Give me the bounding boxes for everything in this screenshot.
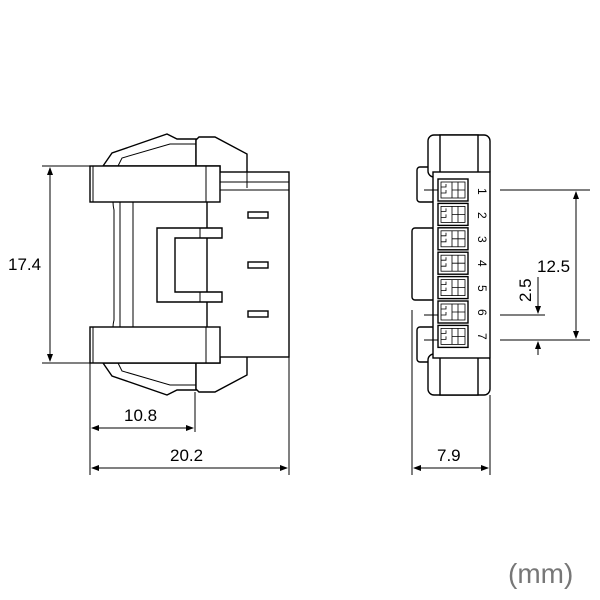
unit-label: (mm) bbox=[508, 558, 573, 589]
pin-label: 7 bbox=[475, 333, 489, 340]
dim-pin-pitch: 2.5 bbox=[516, 278, 535, 302]
dim-depth-overall: 20.2 bbox=[170, 446, 203, 465]
contacts bbox=[437, 178, 469, 349]
bottom-block bbox=[89, 326, 221, 364]
pin-label: 5 bbox=[475, 285, 489, 292]
left-dimensions: 17.4 10.8 20.2 bbox=[8, 165, 290, 475]
pin-numbers: 1 2 3 4 5 6 7 bbox=[475, 188, 489, 340]
side-view bbox=[89, 133, 290, 396]
top-block bbox=[89, 165, 221, 203]
dim-width: 7.9 bbox=[437, 446, 461, 465]
pin-label: 4 bbox=[475, 260, 489, 267]
contact-cell bbox=[437, 324, 469, 349]
dim-pin-span: 12.5 bbox=[537, 257, 570, 276]
dim-height-overall: 17.4 bbox=[8, 255, 41, 274]
contact-cell bbox=[437, 202, 469, 227]
contact-cell bbox=[437, 227, 469, 251]
contact-cell bbox=[437, 275, 469, 300]
contact-cell bbox=[437, 251, 469, 275]
contact-cell bbox=[437, 300, 469, 324]
side-tab-middle bbox=[411, 227, 436, 301]
pin-label: 1 bbox=[475, 188, 489, 195]
front-view: 1 2 3 4 5 6 7 bbox=[411, 134, 491, 396]
pin-label: 6 bbox=[475, 309, 489, 316]
right-dimensions: 12.5 2.5 7.9 bbox=[411, 189, 590, 475]
pin-label: 3 bbox=[475, 236, 489, 243]
contact-cell bbox=[437, 178, 469, 202]
slots bbox=[247, 211, 269, 318]
dim-depth-partial: 10.8 bbox=[124, 406, 157, 425]
pin-label: 2 bbox=[475, 212, 489, 219]
c-bracket bbox=[156, 227, 223, 303]
